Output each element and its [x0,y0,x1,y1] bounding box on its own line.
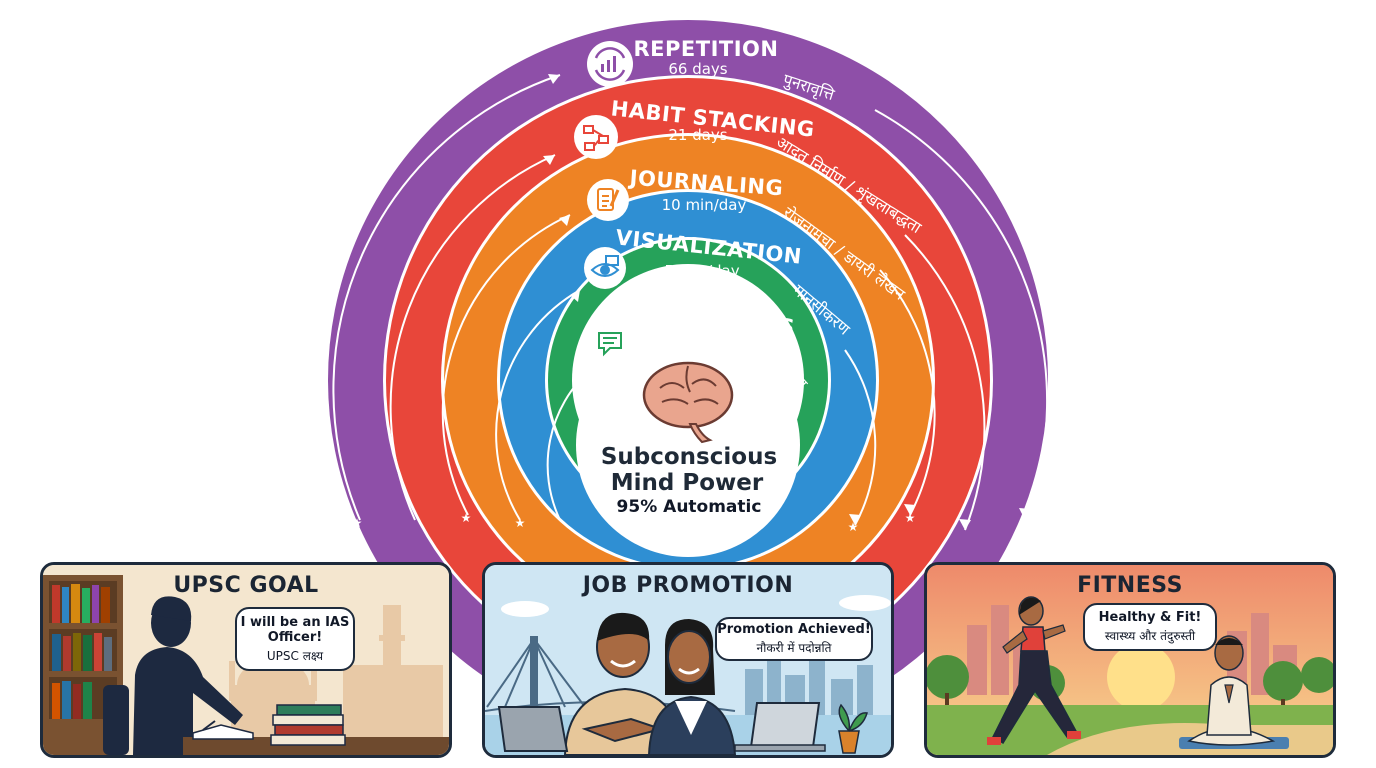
svg-text:★: ★ [515,516,526,530]
flow-arrowheads [543,74,1031,530]
upsc-bubble-hindi: UPSC लक्ष्य [266,649,324,663]
eye-image-icon [590,255,620,277]
stack-flow-icon [583,125,609,151]
core-subtitle: 95% Automatic [617,497,762,517]
desk [183,737,449,755]
brain-icon [642,361,734,444]
arrow-left-habit [389,154,556,521]
arrow-left-visual [495,289,581,521]
book-stack [270,704,346,746]
svg-text:★: ★ [461,511,472,525]
open-book [192,720,254,740]
arrow-right-journal [879,269,936,516]
fitness-title: FITNESS [1077,573,1183,598]
fitness-bubble-hindi: स्वास्थ्य और तंदुरुस्ती [1104,629,1196,643]
flow-arrows [332,74,1049,531]
arrow-left-affirm [546,369,591,521]
repetition-title: REPETITION [634,37,779,61]
fitness-card: FITNESS Healthy & Fit! स्वास्थ्य और तंदु… [924,562,1336,758]
fitness-bubble-text: Healthy & Fit! [1098,610,1202,625]
upsc-bubble-text: I will be an IAS Officer! [240,615,350,645]
core-title-line1: Subconscious [601,444,777,470]
job-bubble-hindi: नौकरी में पदोन्नति [756,641,832,655]
visualization-duration: 5 min/day [664,262,739,280]
job-promotion-title: JOB PROMOTION [582,573,794,598]
upsc-scene-illustration [43,565,449,755]
cycle-chart-icon [594,47,626,81]
student-silhouette [103,596,243,755]
svg-text:★: ★ [905,511,916,525]
sun [1107,643,1175,711]
job-bubble-text: Promotion Achieved! [717,622,871,637]
potted-plant [838,703,868,754]
job-promotion-card: JOB PROMOTION Promotion Achieved! नौकरी … [482,562,894,758]
yoga-figure [1179,635,1289,749]
fitness-speech-bubble: Healthy & Fit! स्वास्थ्य और तंदुरुस्ती [1083,603,1217,651]
arrow-right-visual [844,349,877,526]
notebook-pen-icon [597,188,620,211]
svg-text:★: ★ [352,516,363,530]
upsc-goal-card: UPSC GOAL I will be an IAS Officer! UPSC… [40,562,452,758]
arrow-left-repetition [332,74,561,521]
upsc-goal-title: UPSC GOAL [173,573,319,598]
fitness-scene-illustration [927,565,1333,755]
core-title-line2: Mind Power [611,470,764,496]
upsc-speech-bubble: I will be an IAS Officer! UPSC लक्ष्य [235,607,355,671]
arrow-right-habit [904,234,986,531]
arrow-left-journal [441,214,571,516]
laptop-left [497,706,569,752]
speech-bubble-icon [598,332,622,357]
trees [927,655,1333,715]
runner-figure [987,596,1081,745]
svg-text:★: ★ [848,520,859,534]
repetition-duration: 66 days [668,60,727,78]
star-marks: ★ ★ ★ ★ ★ [352,511,916,534]
laptop-right [734,702,826,752]
woman-figure [647,619,737,755]
journaling-duration: 10 min/day [662,196,747,214]
habit-stacking-duration: 21 days [668,126,727,144]
arrow-right-repetition [874,109,1049,521]
job-speech-bubble: Promotion Achieved! नौकरी में पदोन्नति [715,617,873,661]
habit-icon-badge [574,115,618,159]
core-circle [576,333,800,557]
